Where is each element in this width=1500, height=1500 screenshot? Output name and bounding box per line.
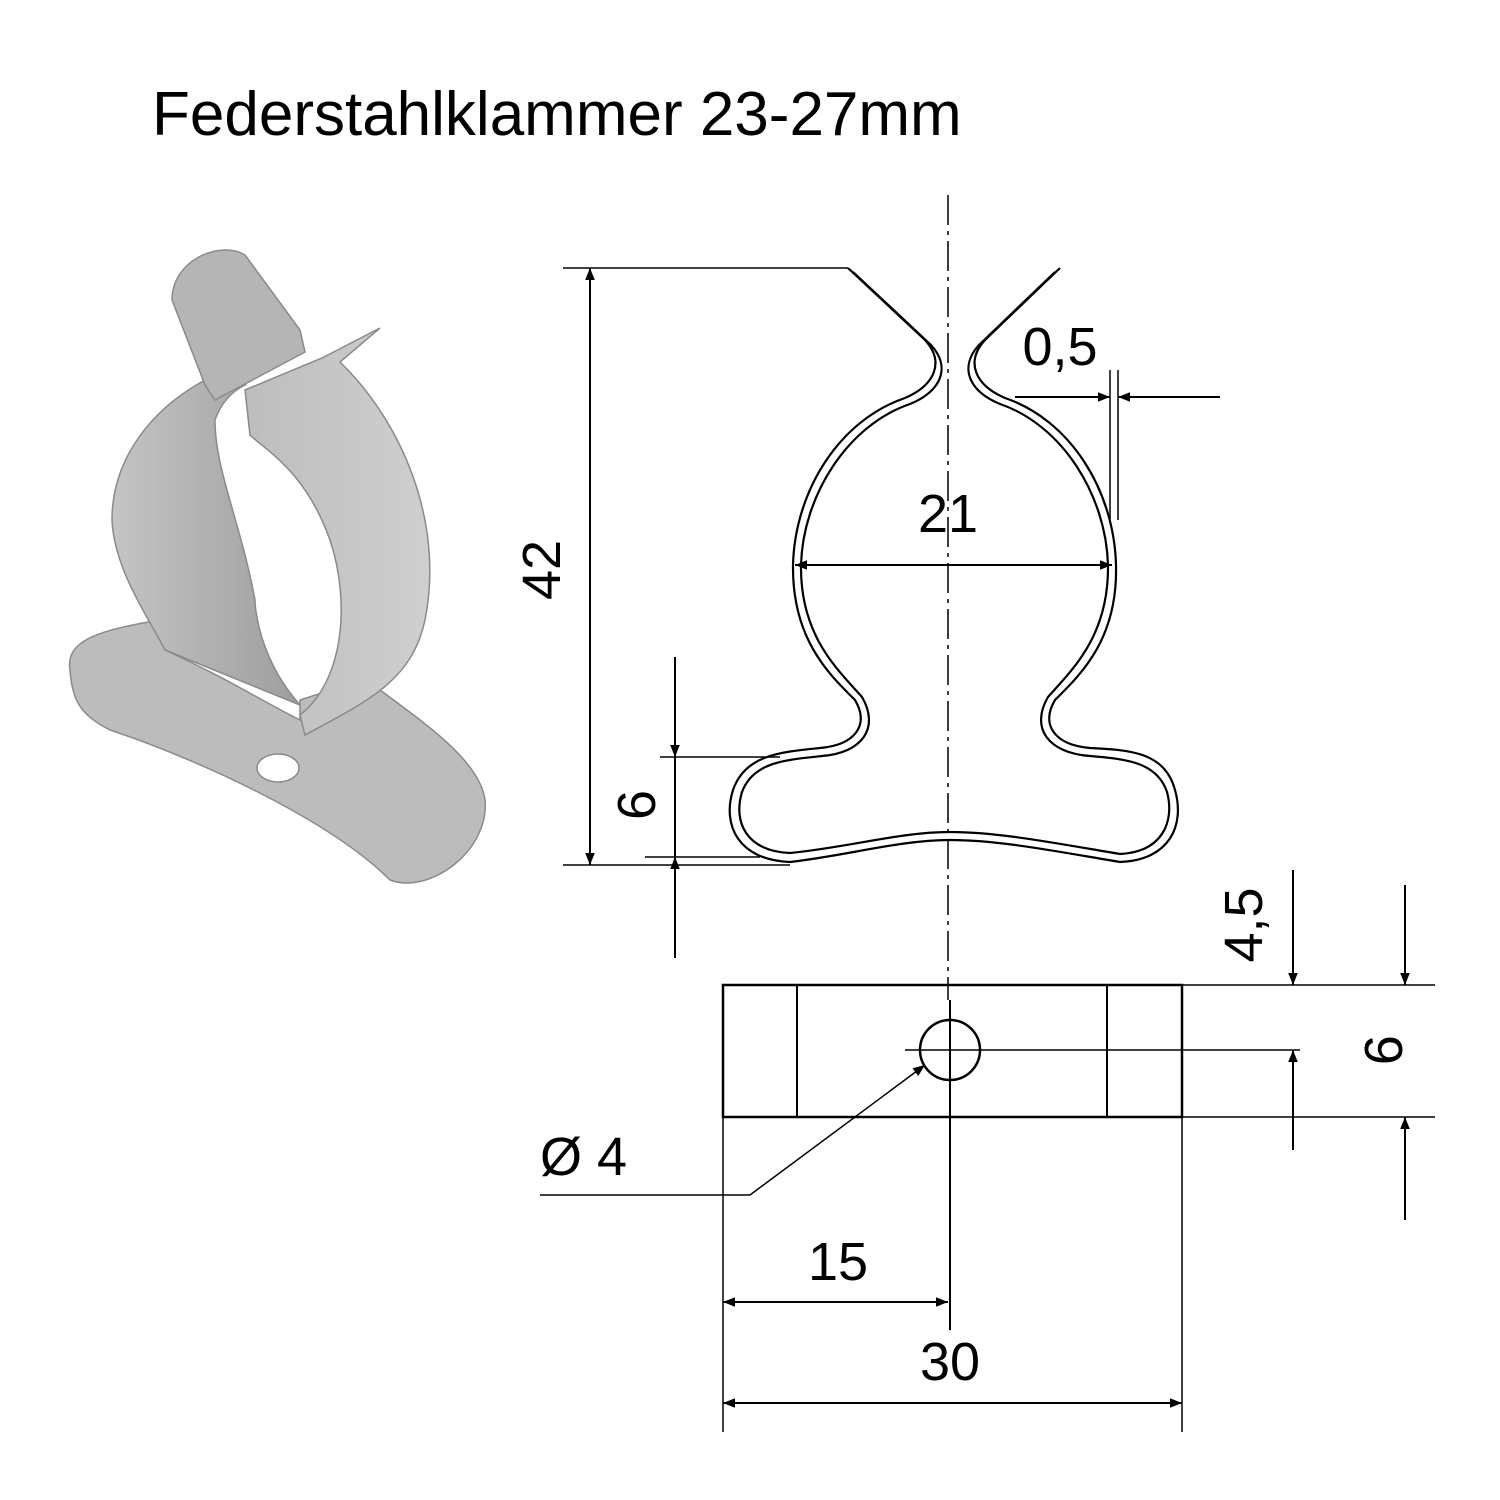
dimension-hole-diameter: Ø 4 (540, 1064, 926, 1196)
dimension-0-5: 0,5 (1015, 317, 1220, 520)
clip-bottom-strip (68, 619, 486, 884)
clip-right-band (244, 327, 431, 737)
dim-label-diameter-4: Ø 4 (540, 1127, 627, 1187)
dimension-42: 42 (512, 267, 848, 866)
dimension-4-5: 4,5 (1182, 870, 1435, 1150)
drawing-title: Federstahlklammer 23-27mm (152, 80, 962, 149)
clip-left-band (111, 379, 301, 706)
dimension-15-30: 15 30 (722, 985, 1183, 1432)
dim-label-9: 9 (1353, 1035, 1413, 1065)
clip-base-view (721, 983, 1300, 1330)
dim-label-21: 21 (918, 484, 978, 544)
dim-label-6: 6 (607, 790, 667, 820)
clip-3d-illustration (68, 249, 486, 884)
dim-label-42: 42 (512, 540, 572, 600)
clip-mounting-hole (256, 753, 300, 783)
clip-top-tab (171, 249, 306, 401)
clip-profile-view (728, 267, 1179, 864)
dim-label-0-5: 0,5 (1022, 317, 1097, 377)
dim-label-4-5: 4,5 (1214, 887, 1274, 962)
dimension-6: 6 (607, 657, 780, 958)
dim-label-30: 30 (920, 1332, 980, 1392)
dimension-9: 9 (1182, 885, 1435, 1220)
dim-label-15: 15 (808, 1232, 868, 1292)
dimension-21: 21 (795, 484, 1112, 570)
